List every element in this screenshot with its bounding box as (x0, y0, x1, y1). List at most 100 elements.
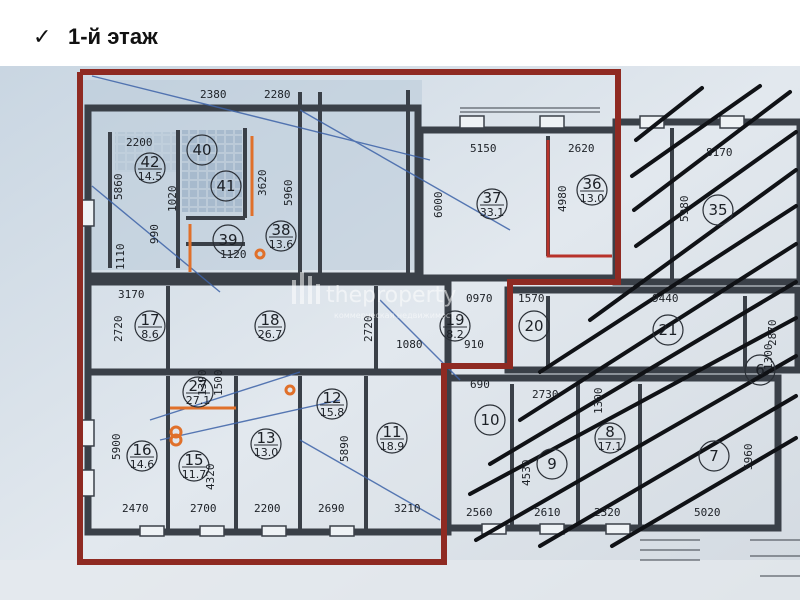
dimension-label: 2280 (264, 88, 291, 101)
rental-area-boundary (77, 69, 621, 565)
dimension-label: 5900 (110, 434, 123, 461)
room-marker-circle (212, 224, 244, 256)
room-area: 8.6 (141, 328, 159, 341)
orange-marks (169, 136, 296, 447)
room-number: 6 (755, 361, 765, 379)
room-marker-circle (250, 428, 282, 460)
room-number: 10 (480, 411, 499, 429)
watermark-brand: theproperty (326, 283, 456, 308)
floor-plan: 2380 2280 2200 5860 3620 5960 1020 990 1… (0, 66, 800, 600)
dimension-label: 2610 (534, 506, 561, 519)
dimension-label: 1020 (166, 186, 179, 213)
room-sublabel: 4320 (204, 464, 217, 491)
blue-sketch-lines (91, 75, 511, 521)
dimension-label: 2620 (568, 142, 595, 155)
room-area: 13.0 (254, 446, 279, 459)
dimension-label: 3170 (118, 288, 145, 301)
room-area: 26.7 (258, 328, 283, 341)
room-marker: 7 (698, 440, 730, 472)
room-marker-circle (518, 310, 550, 342)
room-area: 13.6 (269, 238, 294, 251)
room-area: 33.1 (480, 206, 505, 219)
dimension-label: 4980 (556, 186, 569, 213)
room-number: 41 (216, 177, 235, 195)
dimension-label: 1110 (114, 244, 127, 271)
room-marker-circle (652, 314, 684, 346)
watermark: theproperty коммерческая недвижимость (292, 272, 460, 320)
room-marker: 35 (702, 194, 734, 226)
room-number: 12 (322, 389, 341, 407)
room-marker-circle (186, 134, 218, 166)
partitions (108, 90, 747, 530)
dimension-label: 2320 (594, 506, 621, 519)
room-number: 7 (709, 447, 719, 465)
dimension-label: 4530 (520, 460, 533, 487)
dimension-label: 5890 (338, 436, 351, 463)
dimension-label: 1570 (518, 292, 545, 305)
dimension-label: 2470 (122, 502, 149, 515)
room-marker: 20 (518, 310, 550, 342)
room-number: 21 (658, 321, 677, 339)
room-marker-circle (536, 448, 568, 480)
watermark-logo-icon (292, 272, 320, 304)
dimension-labels: 2380 2280 2200 5860 3620 5960 1020 990 1… (110, 88, 779, 519)
room-marker-circle (594, 422, 626, 454)
room-markers: 4214.54140393813.63733.13613.035178.6182… (126, 134, 776, 482)
watermark-tagline: коммерческая недвижимость (334, 311, 460, 320)
room-number: 27 (188, 377, 207, 395)
checkmark-icon: ✓ (33, 24, 52, 49)
dimension-label: 2200 (254, 502, 281, 515)
room-marker-circle (576, 174, 608, 206)
dimension-label: 990 (148, 224, 161, 244)
room-marker-circle (182, 376, 214, 408)
room-marker: 40 (186, 134, 218, 166)
dimension-label: 3210 (394, 502, 421, 515)
room-number: 37 (482, 189, 501, 207)
detail-lines (460, 107, 800, 577)
room-marker: 21 (652, 314, 684, 346)
room-area: 8.2 (446, 328, 464, 341)
dimension-label: 9440 (652, 292, 679, 305)
room-area: 11.7 (182, 468, 207, 481)
dimension-label: 2700 (190, 502, 217, 515)
dimension-label: 8170 (706, 146, 733, 159)
room-marker: 9 (536, 448, 568, 480)
room-number: 15 (184, 451, 203, 469)
dimension-label: 1500 (212, 370, 225, 397)
room-marker-circle (476, 188, 508, 220)
room-area: 27.1 (186, 394, 211, 407)
dimension-label: 5150 (470, 142, 497, 155)
room-area: 14.5 (138, 170, 163, 183)
room-area: 15.8 (320, 406, 345, 419)
room-number: 9 (547, 455, 557, 473)
dimension-label: 6000 (432, 192, 445, 219)
dimension-label: 2730 (532, 388, 559, 401)
room-area: 17.1 (598, 440, 623, 453)
room-marker: 198.2 (439, 310, 471, 342)
excluded-area-hatching (468, 84, 798, 548)
header: ✓ 1-й этаж (0, 0, 800, 66)
room-marker-circle (265, 220, 297, 252)
room-area: 18.9 (380, 440, 405, 453)
dimension-label: 2870 (766, 320, 779, 347)
bottom-edge-blur (0, 560, 800, 600)
room-number: 38 (271, 221, 290, 239)
dimension-label: 690 (470, 378, 490, 391)
room-marker-circle (254, 310, 286, 342)
room-marker-circle (698, 440, 730, 472)
room-number: 39 (218, 231, 237, 249)
room-marker-circle (474, 404, 506, 436)
room-number: 16 (132, 441, 151, 459)
room-marker: 178.6 (134, 310, 166, 342)
room-marker: 817.1 (594, 422, 626, 454)
room-number: 35 (708, 201, 727, 219)
